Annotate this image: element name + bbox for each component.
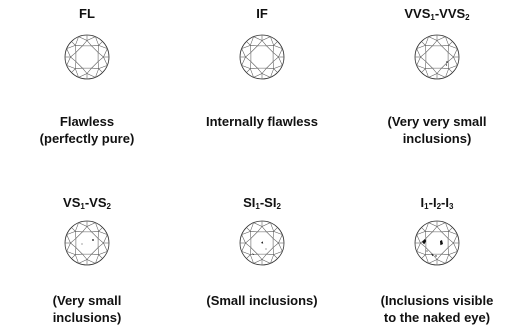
grade-code-text: SI bbox=[243, 195, 256, 210]
grade-code-text: VVS bbox=[404, 6, 431, 21]
grade-code-subscript: 1 bbox=[430, 13, 435, 22]
diamond-icon bbox=[62, 32, 112, 82]
grade-code: FL bbox=[0, 6, 174, 22]
grade-code: SI1-SI2 bbox=[175, 195, 349, 211]
diamond-icon bbox=[237, 218, 287, 268]
inclusion-mark bbox=[446, 61, 448, 63]
grade-code-text: I bbox=[420, 195, 425, 210]
grade-if: IF Internally flawless bbox=[175, 0, 349, 165]
description-line: to the naked eye) bbox=[383, 310, 491, 325]
inclusion-mark bbox=[422, 239, 427, 245]
grade-code-text: -I bbox=[428, 195, 437, 210]
description-line: (perfectly pure) bbox=[39, 131, 135, 146]
inclusion-mark bbox=[431, 254, 434, 257]
description-line: Flawless bbox=[59, 114, 115, 129]
grade-code-subscript: 2 bbox=[276, 202, 281, 211]
diamond-icon bbox=[237, 32, 287, 82]
description-line: (Small inclusions) bbox=[206, 293, 318, 308]
grade-code-subscript: 2 bbox=[436, 202, 442, 211]
grade-code-subscript: 2 bbox=[106, 202, 111, 211]
inclusion-mark bbox=[81, 243, 83, 245]
grade-si: SI1-SI2 (Small inclusions) bbox=[175, 165, 349, 333]
grade-code-text: FL bbox=[79, 6, 95, 21]
grade-fl: FL Flawless (perfectly pure) bbox=[0, 0, 174, 165]
grade-code: I1-I2-I3 bbox=[350, 195, 524, 211]
grade-code: VVS1-VVS2 bbox=[350, 6, 524, 22]
grade-code-subscript: 1 bbox=[424, 202, 429, 211]
grade-description: (Inclusions visible to the naked eye) bbox=[350, 292, 524, 326]
inclusion-mark bbox=[261, 241, 264, 244]
diamond-icon-svg bbox=[239, 220, 285, 266]
description-line: Internally flawless bbox=[206, 114, 318, 129]
diamond-icon bbox=[62, 218, 112, 268]
description-line: (Inclusions visible bbox=[380, 293, 494, 308]
description-line: (Very very small bbox=[387, 114, 487, 129]
grade-description: Internally flawless bbox=[175, 113, 349, 130]
grade-code-subscript: 1 bbox=[80, 202, 85, 211]
diamond-icon bbox=[412, 32, 462, 82]
grade-code-text: -I bbox=[441, 195, 449, 210]
diamond-icon-svg bbox=[64, 220, 110, 266]
grade-code-text: VS bbox=[63, 195, 81, 210]
grade-description: (Very very small inclusions) bbox=[350, 113, 524, 147]
description-line: (Very small bbox=[52, 293, 122, 308]
diamond-icon-svg bbox=[414, 220, 460, 266]
grade-code-subscript: 1 bbox=[255, 202, 260, 211]
diamond-icon-svg bbox=[414, 34, 460, 80]
inclusion-mark bbox=[440, 240, 443, 246]
grade-code-text: -VVS bbox=[434, 6, 466, 21]
description-line: inclusions) bbox=[52, 310, 122, 325]
grade-description: (Very small inclusions) bbox=[0, 292, 174, 326]
diamond-icon bbox=[412, 218, 462, 268]
diamond-icon-svg bbox=[239, 34, 285, 80]
inclusion-mark bbox=[92, 239, 94, 241]
grade-code: VS1-VS2 bbox=[0, 195, 174, 211]
description-line: inclusions) bbox=[402, 131, 472, 146]
grade-vs: VS1-VS2 (Very small inclusions) bbox=[0, 165, 174, 333]
grade-description: (Small inclusions) bbox=[175, 292, 349, 309]
diamond-icon-svg bbox=[64, 34, 110, 80]
inclusion-mark bbox=[265, 248, 267, 250]
grade-code-text: -SI bbox=[259, 195, 277, 210]
grade-vvs: VVS1-VVS2 (Very very small inclusions) bbox=[350, 0, 524, 165]
grade-code-subscript: 3 bbox=[448, 202, 454, 211]
inclusion-mark bbox=[426, 250, 428, 252]
inclusion-mark bbox=[445, 64, 448, 66]
grade-code-text: IF bbox=[256, 6, 268, 21]
grade-code-subscript: 2 bbox=[465, 13, 470, 22]
inclusion-mark bbox=[252, 253, 254, 255]
grade-code: IF bbox=[175, 6, 349, 22]
grade-code-text: -VS bbox=[84, 195, 107, 210]
inclusion-mark bbox=[435, 255, 437, 257]
grade-description: Flawless (perfectly pure) bbox=[0, 113, 174, 147]
